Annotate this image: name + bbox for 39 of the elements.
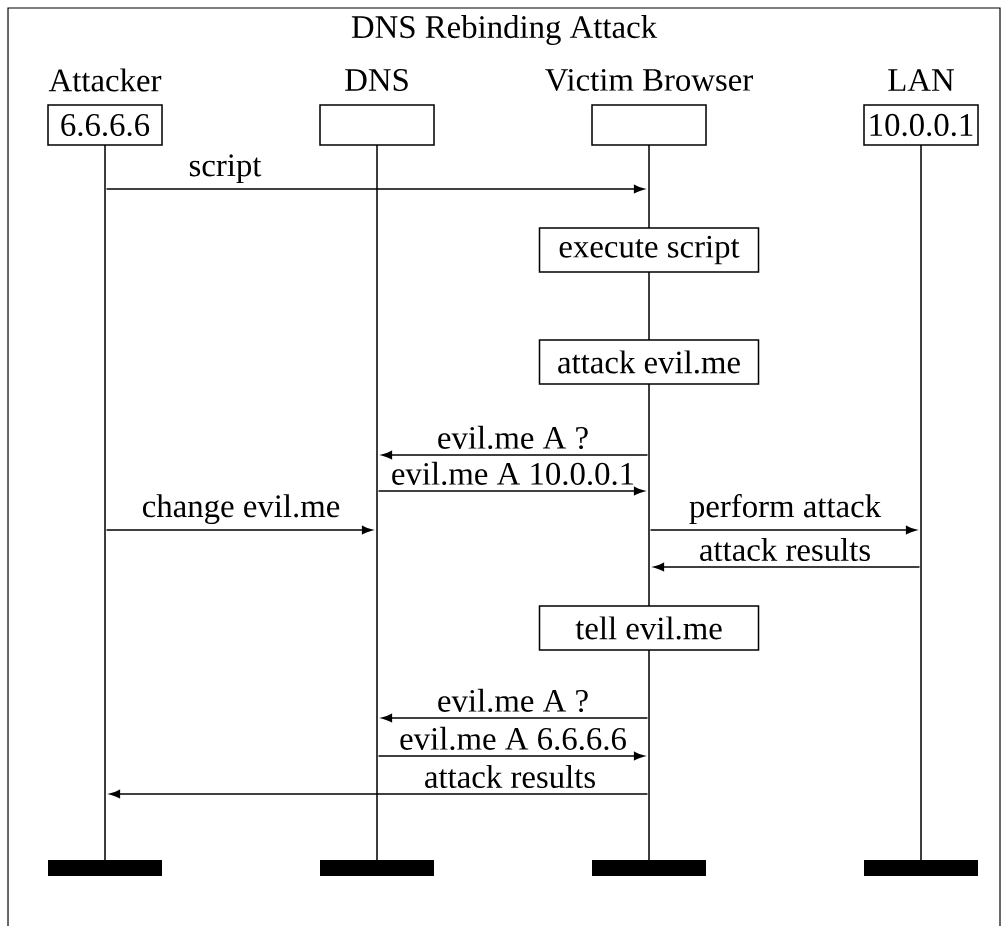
message-arrow: [109, 789, 649, 799]
action-box: execute script: [538, 227, 760, 273]
message-label: attack results: [425, 765, 595, 789]
message-label: evil.me A ?: [438, 688, 588, 713]
lifeline: [648, 384, 650, 606]
message-label: evil.me A 6.6.6.6: [400, 726, 626, 751]
message-label: perform attack: [689, 494, 882, 525]
message-arrow: [649, 525, 917, 535]
lifeline-end-bar: [592, 860, 706, 876]
lifeline: [376, 145, 378, 860]
message-arrow: [377, 751, 645, 761]
message-label: evil.me A 10.0.0.1: [392, 461, 634, 486]
lifeline-end-bar: [48, 860, 162, 876]
lifeline-box: 6.6.6.6: [47, 104, 163, 146]
message-arrow: [105, 184, 645, 194]
message-arrow: [105, 525, 373, 535]
lifeline-name: Victim Browser: [545, 68, 753, 92]
lifeline-end-bar: [320, 860, 434, 876]
message-label: script: [189, 154, 262, 184]
lifeline-name: DNS: [345, 69, 408, 91]
message-arrow: [381, 713, 649, 723]
lifeline-box: 10.0.0.1: [863, 104, 979, 146]
message-label: evil.me A ?: [438, 425, 588, 450]
message-arrow: [653, 562, 921, 572]
lifeline-name: LAN: [888, 69, 954, 91]
title: DNS Rebinding Attack: [351, 15, 658, 45]
lifeline: [648, 145, 650, 228]
lifeline-name: Attacker: [48, 68, 162, 92]
message-arrow: [381, 450, 649, 460]
lifeline: [104, 145, 106, 860]
lifeline: [920, 145, 922, 860]
message-label: change evil.me: [143, 494, 340, 525]
action-box: attack evil.me: [538, 339, 760, 385]
action-box: tell evil.me: [538, 605, 760, 651]
message-label: attack results: [700, 538, 870, 562]
lifeline: [648, 272, 650, 340]
message-arrow: [377, 486, 645, 496]
lifeline: [648, 650, 650, 860]
lifeline-end-bar: [864, 860, 978, 876]
